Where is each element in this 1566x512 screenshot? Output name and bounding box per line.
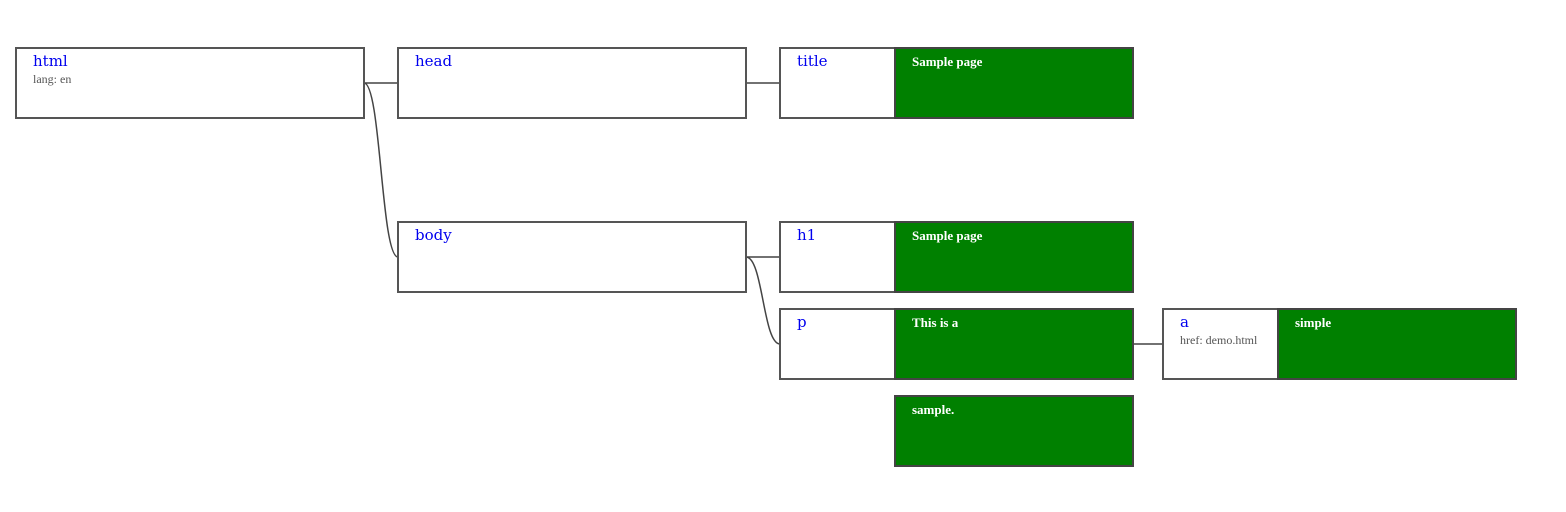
node-h1-text: Sample page <box>894 221 1134 293</box>
node-p-tail-text-label: sample. <box>912 402 955 417</box>
node-body-tag: body <box>415 226 452 244</box>
node-p: p <box>779 308 896 380</box>
node-p-text-label: This is a <box>912 315 959 330</box>
node-title-text: Sample page <box>894 47 1134 119</box>
connector-body-p <box>745 256 781 345</box>
node-title: title <box>779 47 896 119</box>
node-head: head <box>397 47 747 119</box>
node-p-tag: p <box>797 313 807 331</box>
node-p-text: This is a <box>894 308 1134 380</box>
node-head-tag: head <box>415 52 453 70</box>
node-h1-tag: h1 <box>797 226 817 244</box>
node-html-tag: html <box>33 52 68 70</box>
node-html-attr: lang: en <box>33 72 72 86</box>
node-h1-text-label: Sample page <box>912 228 983 243</box>
node-p-tail-text: sample. <box>894 395 1134 467</box>
node-body: body <box>397 221 747 293</box>
node-html: html lang: en <box>15 47 365 119</box>
connector-html-body <box>363 82 399 258</box>
node-a-attr: href: demo.html <box>1180 333 1258 347</box>
node-title-tag: title <box>797 52 828 70</box>
node-a: a href: demo.html <box>1162 308 1279 380</box>
node-h1: h1 <box>779 221 896 293</box>
node-a-text: simple <box>1277 308 1517 380</box>
node-a-tag: a <box>1180 313 1189 331</box>
node-title-text-label: Sample page <box>912 54 983 69</box>
node-a-text-label: simple <box>1295 315 1332 330</box>
